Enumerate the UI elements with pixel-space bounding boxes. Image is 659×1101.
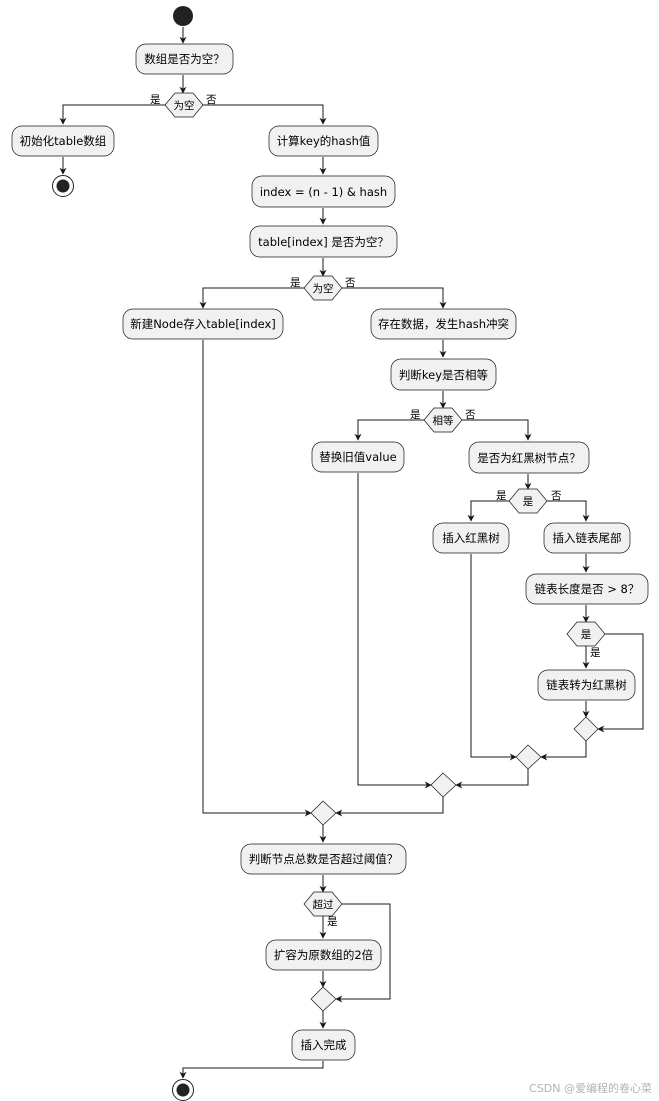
edge-d4-n11 (467, 500, 509, 522)
svg-text:为空: 为空 (174, 99, 195, 112)
edge-d5-m1 (597, 633, 644, 733)
svg-text:新建Node存入table[index]: 新建Node存入table[index] (130, 317, 276, 331)
node-resize: 扩容为原数组的2倍 (265, 939, 382, 971)
svg-text:为空: 为空 (313, 282, 334, 295)
decision-list-length: 是 (566, 621, 606, 647)
end-node-2 (172, 1079, 194, 1101)
edge-d3-n10 (462, 419, 532, 441)
watermark: CSDN @爱编程的卷心菜 (529, 1081, 652, 1095)
merge-diamond-2 (515, 744, 542, 770)
svg-text:table[index] 是否为空？: table[index] 是否为空？ (258, 235, 389, 249)
svg-text:是: 是 (581, 629, 592, 641)
label-d4-yes: 是 (496, 490, 507, 502)
svg-text:替换旧值value: 替换旧值value (319, 450, 396, 464)
edge-m1-m2 (540, 741, 587, 761)
edge-d4-n12 (547, 500, 590, 522)
edge-m2-m3 (455, 769, 529, 789)
svg-text:判断节点总数是否超过阈值？: 判断节点总数是否超过阈值？ (249, 852, 399, 866)
svg-text:index = (n - 1) & hash: index = (n - 1) & hash (260, 185, 387, 199)
label-d1-yes: 是 (150, 94, 161, 106)
edges (59, 27, 644, 1079)
label-d5-yes: 是 (590, 647, 601, 659)
label-d3-yes: 是 (410, 409, 421, 421)
svg-text:判断key是否相等: 判断key是否相等 (399, 368, 488, 382)
svg-text:相等: 相等 (433, 414, 454, 427)
node-init-table: 初始化table数组 (11, 125, 115, 157)
label-d2-yes: 是 (290, 277, 301, 289)
label-d4-no: 否 (551, 490, 562, 502)
label-d2-no: 否 (345, 277, 356, 289)
node-insert-done: 插入完成 (291, 1029, 356, 1061)
merge-diamond-1 (573, 716, 599, 742)
merge-diamond-5 (310, 986, 337, 1012)
svg-text:扩容为原数组的2倍: 扩容为原数组的2倍 (274, 948, 374, 962)
svg-text:初始化table数组: 初始化table数组 (20, 134, 107, 148)
edge-n9-m3 (357, 473, 432, 789)
svg-text:插入链表尾部: 插入链表尾部 (553, 531, 622, 545)
edge-d2-n7 (342, 287, 447, 309)
merge-diamond-4 (310, 800, 337, 826)
svg-text:链表长度是否 > 8？: 链表长度是否 > 8？ (535, 582, 640, 596)
svg-text:存在数据，发生hash冲突: 存在数据，发生hash冲突 (378, 317, 510, 331)
edge-d6-m5 (335, 903, 391, 1003)
edge-d2-n6 (199, 287, 304, 309)
svg-text:插入完成: 插入完成 (301, 1038, 347, 1052)
node-key-equal-check: 判断key是否相等 (390, 358, 497, 391)
node-new-node: 新建Node存入table[index] (122, 308, 284, 340)
start-node (173, 6, 193, 26)
decision-array-empty: 为空 (164, 92, 204, 118)
svg-text:数组是否为空？: 数组是否为空？ (144, 52, 225, 66)
label-d1-no: 否 (206, 94, 217, 106)
svg-text:超过: 超过 (313, 898, 334, 911)
decision-threshold: 超过 (303, 891, 343, 917)
merge-diamond-3 (430, 772, 457, 798)
decision-key-equal: 相等 (423, 407, 463, 433)
end-node-1 (52, 175, 74, 197)
node-hash-collision: 存在数据，发生hash冲突 (370, 308, 517, 340)
edge-d3-n9 (354, 419, 424, 441)
svg-text:插入红黑树: 插入红黑树 (442, 531, 500, 545)
node-list-to-rbtree: 链表转为红黑树 (537, 669, 636, 701)
node-list-length-check: 链表长度是否 > 8？ (525, 573, 649, 605)
decision-slot-empty: 为空 (303, 275, 343, 301)
node-insert-list-tail: 插入链表尾部 (543, 522, 631, 554)
edge-n17-end2 (179, 1061, 324, 1079)
edge-m3-m4 (335, 797, 444, 817)
decision-is-rbtree: 是 (508, 488, 548, 514)
edge-d1-n3 (203, 104, 327, 125)
edge-d1-n2 (59, 104, 165, 125)
node-replace-value: 替换旧值value (311, 441, 405, 473)
node-insert-rbtree: 插入红黑树 (432, 522, 510, 554)
node-array-empty-check: 数组是否为空？ (135, 43, 234, 75)
svg-text:是: 是 (523, 496, 534, 508)
node-table-index-check: table[index] 是否为空？ (249, 225, 398, 258)
node-index-calc: index = (n - 1) & hash (251, 175, 396, 208)
label-d6-yes: 是 (327, 916, 338, 928)
edge-n11-m2 (470, 554, 517, 761)
svg-text:计算key的hash值: 计算key的hash值 (277, 134, 371, 148)
svg-text:是否为红黑树节点？: 是否为红黑树节点？ (477, 451, 581, 465)
node-threshold-check: 判断节点总数是否超过阈值？ (240, 843, 407, 875)
node-calc-hash: 计算key的hash值 (268, 125, 379, 157)
node-rbtree-check: 是否为红黑树节点？ (468, 441, 590, 474)
svg-text:链表转为红黑树: 链表转为红黑树 (546, 678, 627, 692)
edge-n6-m4 (202, 340, 312, 817)
label-d3-no: 否 (465, 409, 476, 421)
